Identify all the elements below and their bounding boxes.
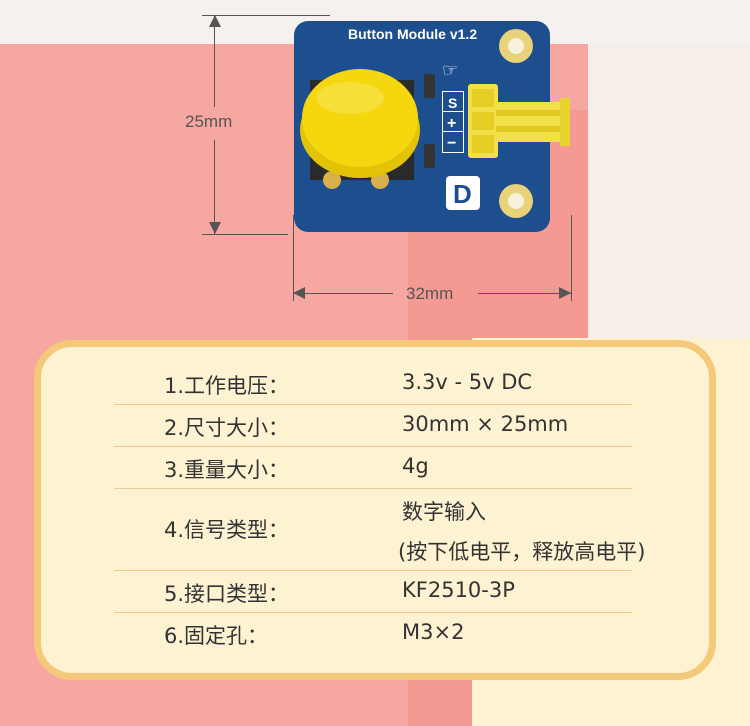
spec-value: KF2510-3P [402,578,515,602]
pin-label-plus: + [447,115,456,132]
height-dimension-top-line [202,15,330,16]
spec-row-mounting: 6.固定孔： M3×2 [114,612,632,654]
spec-row-signal: 4.信号类型： 数字输入 (按下低电平，释放高电平) [114,488,645,571]
spec-value: 数字输入 [402,500,486,524]
height-arrowheads [209,15,221,234]
brand-logo-icon [446,176,480,210]
spec-value: 30mm × 25mm [402,412,569,436]
width-dimension-left-line [293,215,294,301]
spec-label: 5.接口类型： [164,582,290,606]
pin-labels: S + − [443,92,463,152]
resistor-top [424,74,435,98]
width-dimension-right-line [571,215,572,301]
hand-pointer-icon: ☞ [442,60,458,81]
pin-label-minus: − [447,135,456,152]
spec-label: 6.固定孔： [164,624,269,648]
spec-value: 3.3v - 5v DC [402,370,533,394]
spec-panel [34,340,716,680]
connector-plug [496,102,566,142]
height-dimension-upper-arrow [214,15,215,107]
spec-label: 3.重量大小： [164,458,290,482]
width-arrowheads [293,287,571,299]
spec-value: 4g [402,454,429,478]
button-pin-left [323,171,341,189]
brand-logo-letter: D [453,179,472,209]
width-dimension-left-arrow [293,293,393,294]
spec-value-note: (按下低电平，释放高电平) [398,540,646,564]
width-dimension-label: 32mm [406,284,454,303]
height-dimension-lower-arrow [214,140,215,234]
spec-row-size: 2.尺寸大小： 30mm × 25mm [114,404,632,447]
pin-label-s: S [448,95,457,111]
width-dimension-right-arrow [478,293,571,294]
button-module-board: Button Module v1.2 ☞ S + − D [294,21,570,232]
resistor-bottom [424,144,435,168]
spec-row-interface: 5.接口类型： KF2510-3P [114,570,632,613]
height-dimension-label: 25mm [185,112,233,131]
spec-value: M3×2 [402,620,465,644]
mounting-hole-bottom [499,184,533,218]
spec-label: 2.尺寸大小： [164,416,290,440]
spec-label: 4.信号类型： [164,518,290,542]
spec-row-voltage: 1.工作电压： 3.3v - 5v DC [114,362,632,405]
spec-label: 1.工作电压： [164,374,290,398]
board-title: Button Module v1.2 [348,26,477,42]
height-dimension-bottom-line [202,234,288,235]
mounting-hole-top [499,29,533,63]
spec-row-weight: 3.重量大小： 4g [114,446,632,489]
